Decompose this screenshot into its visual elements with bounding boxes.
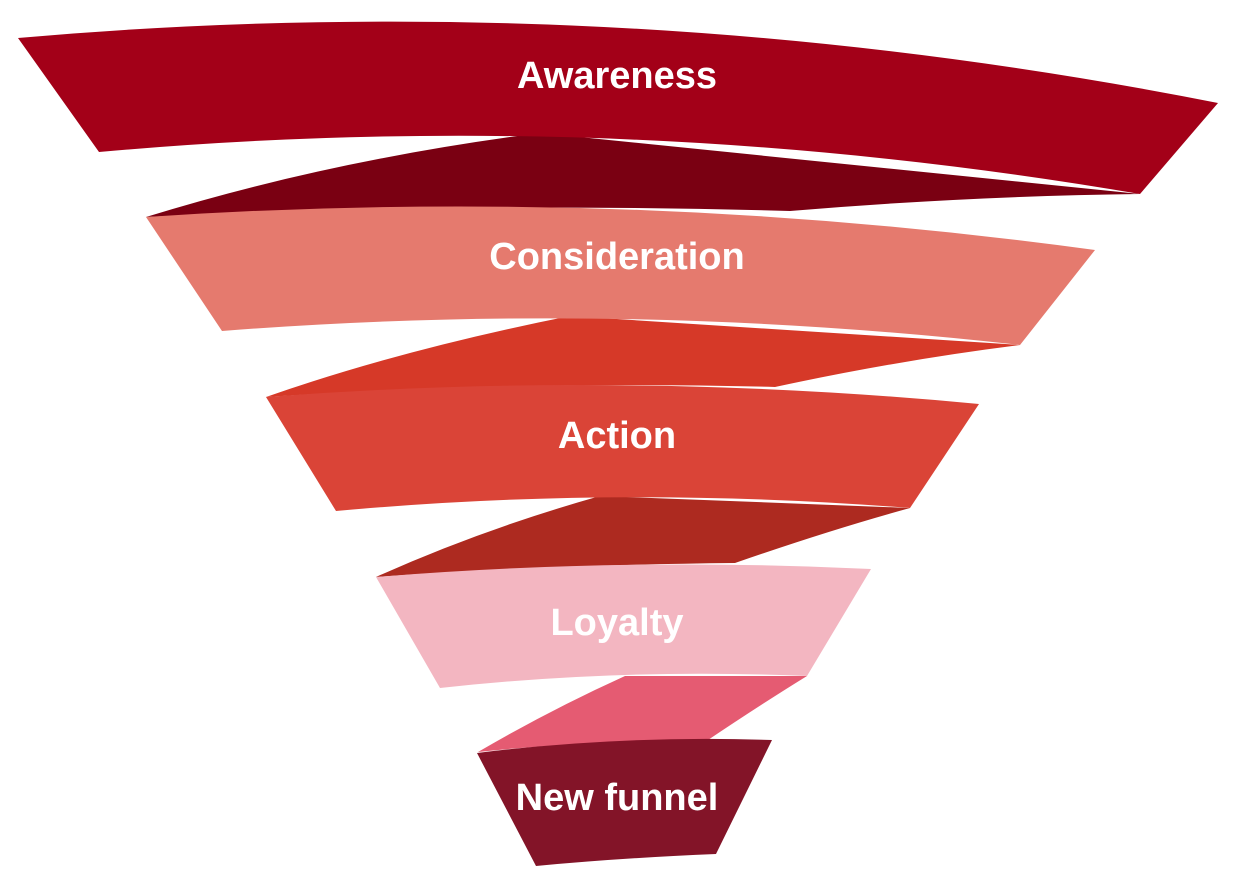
stage-band-new-funnel bbox=[477, 738, 772, 866]
stage-band-consideration bbox=[146, 206, 1095, 345]
stage-band-action bbox=[266, 385, 979, 511]
stage-label-awareness: Awareness bbox=[517, 55, 717, 97]
fold-loyalty-newfunnel bbox=[478, 676, 807, 752]
stage-label-action: Action bbox=[558, 415, 676, 457]
stage-label-new-funnel: New funnel bbox=[516, 777, 719, 819]
fold-action-loyalty bbox=[376, 496, 910, 577]
stage-band-loyalty bbox=[376, 564, 871, 688]
fold-consideration-action bbox=[266, 316, 1020, 397]
stage-label-consideration: Consideration bbox=[489, 236, 744, 278]
fold-awareness-consideration bbox=[146, 133, 1140, 217]
stage-band-awareness bbox=[18, 21, 1218, 194]
stage-label-loyalty: Loyalty bbox=[550, 602, 683, 644]
